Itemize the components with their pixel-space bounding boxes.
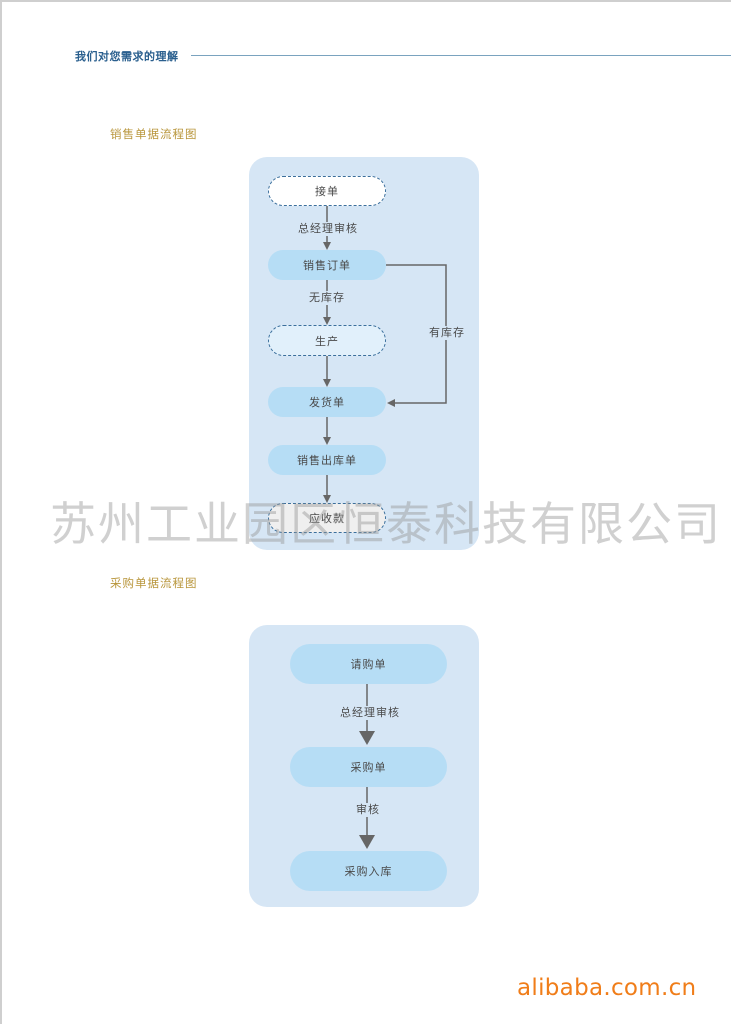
- node-purchase-order: 采购单: [290, 747, 447, 787]
- header-divider: [191, 55, 731, 56]
- edge-label-no-stock: 无库存: [308, 291, 346, 305]
- page-border-top: [0, 0, 731, 2]
- node-sales-order: 销售订单: [268, 250, 386, 280]
- edge-label-in-stock: 有库存: [428, 326, 466, 340]
- sales-flow-title: 销售单据流程图: [110, 127, 198, 141]
- node-sales-outbound: 销售出库单: [268, 445, 386, 475]
- edge-label-review: 审核: [355, 803, 381, 817]
- footer-brand: alibaba.com.cn: [517, 975, 697, 1001]
- node-production: 生产: [268, 325, 386, 356]
- page-border-left: [0, 0, 2, 1024]
- purchase-flow-title: 采购单据流程图: [110, 576, 198, 590]
- node-purchase-inbound: 采购入库: [290, 851, 447, 891]
- node-receive-order: 接单: [268, 176, 386, 206]
- edge-label-purchase-gm-review: 总经理审核: [339, 706, 401, 720]
- node-receivables: 应收款: [268, 503, 386, 533]
- edge-label-gm-review: 总经理审核: [297, 222, 359, 236]
- node-delivery-note: 发货单: [268, 387, 386, 417]
- node-purchase-request: 请购单: [290, 644, 447, 684]
- page-header-title: 我们对您需求的理解: [75, 50, 179, 63]
